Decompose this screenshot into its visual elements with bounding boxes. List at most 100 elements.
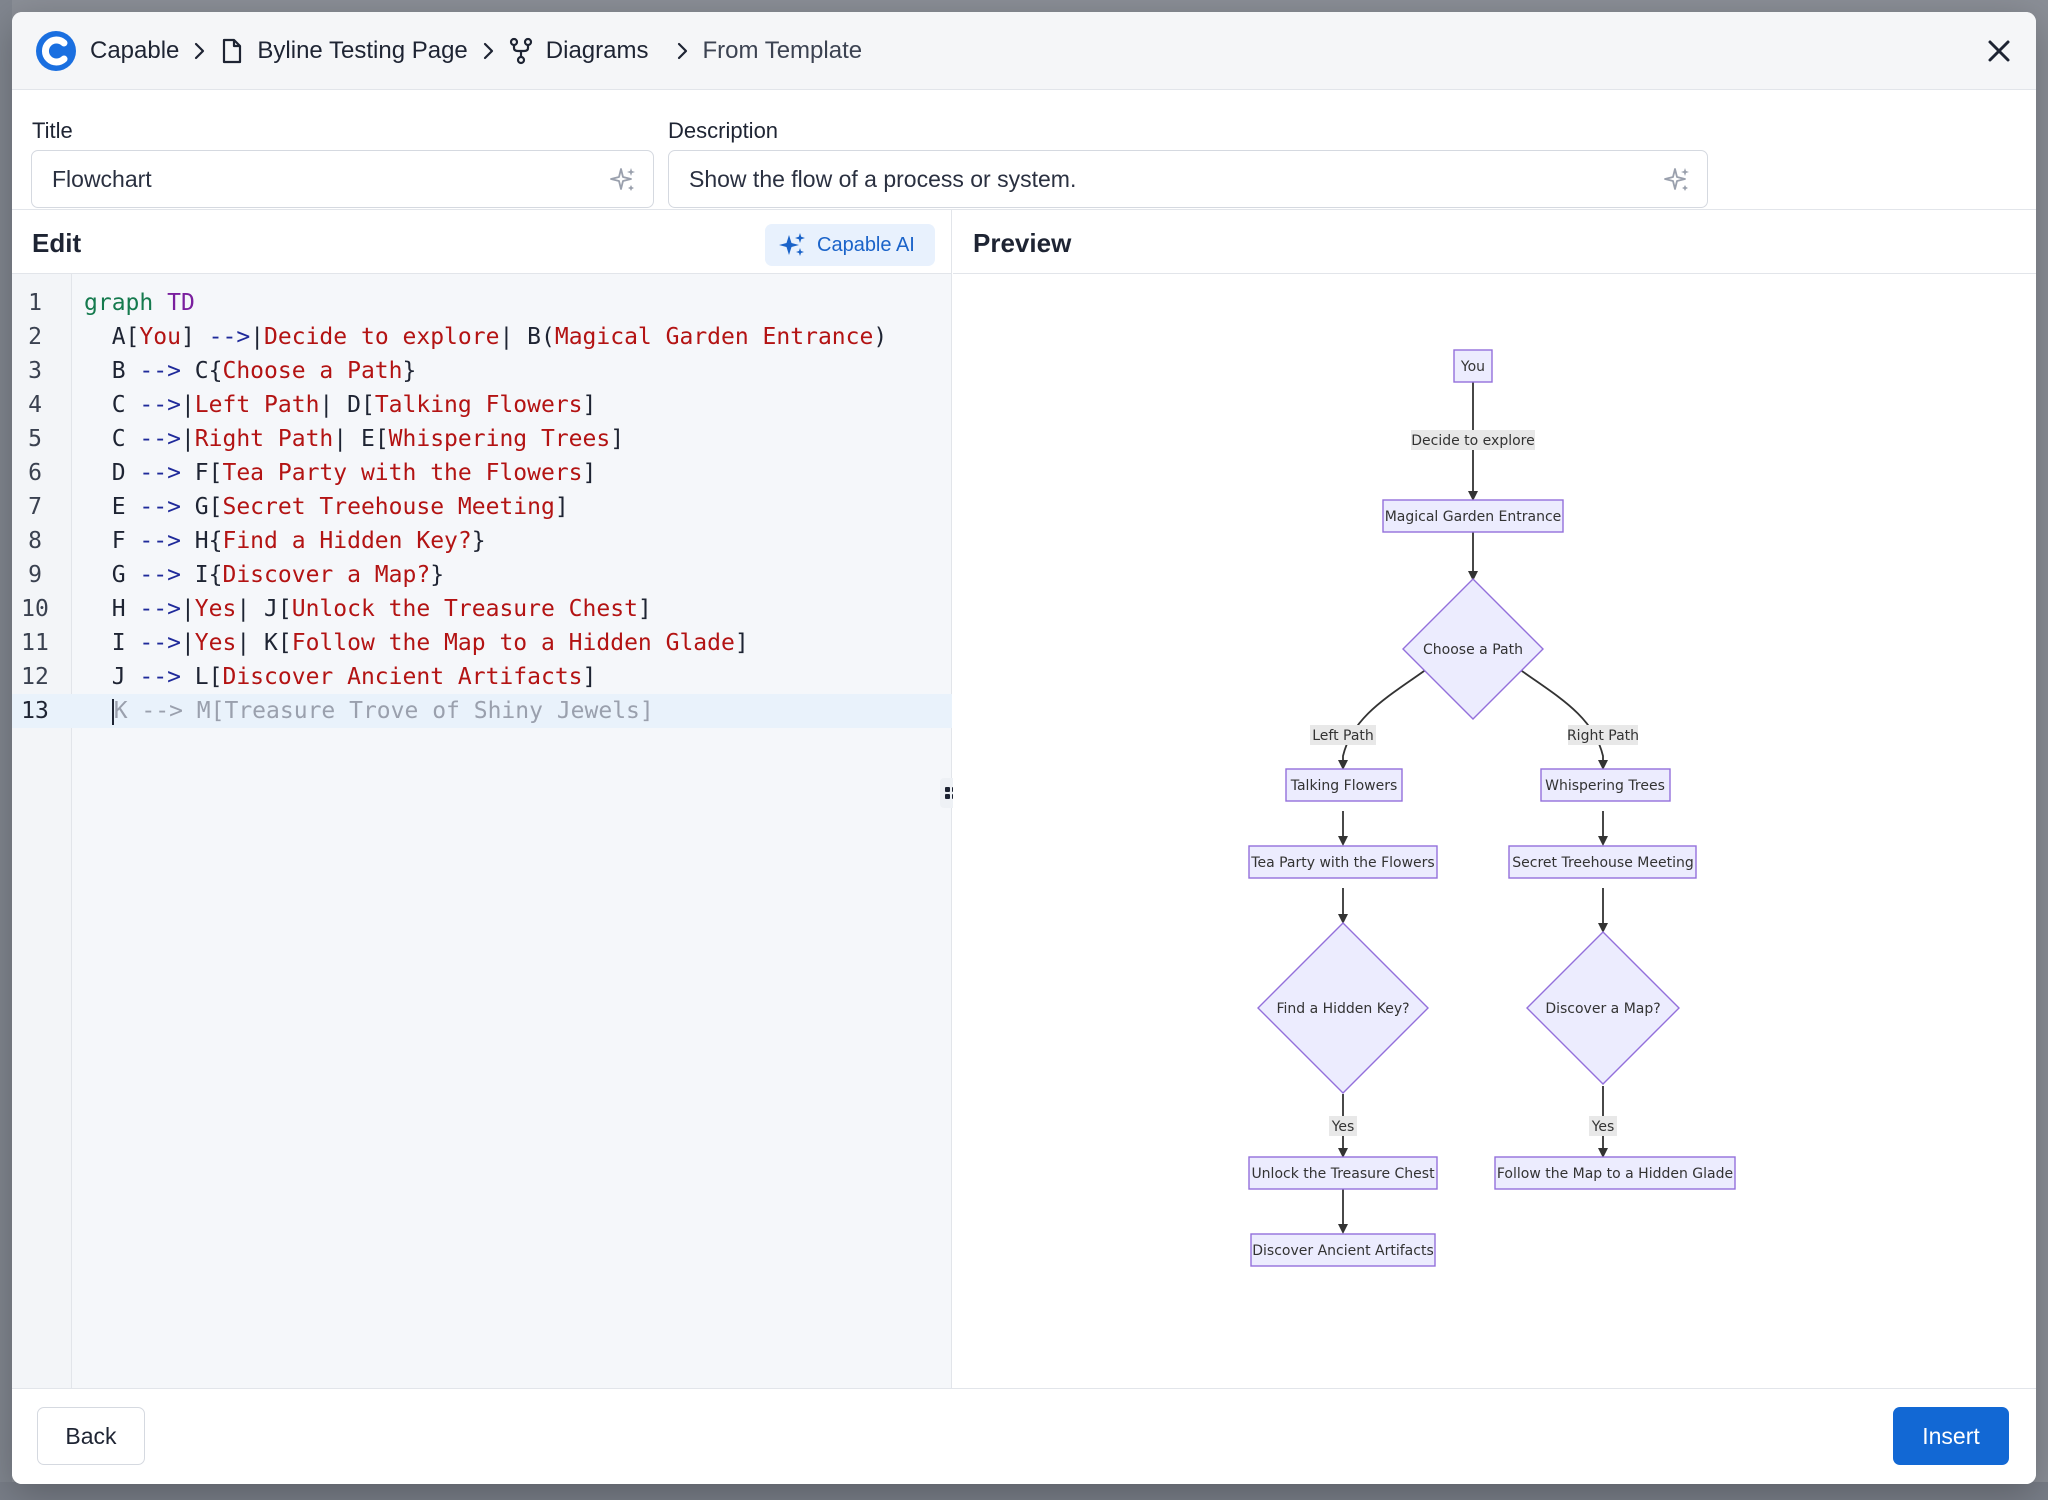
code-token: Yes (194, 596, 237, 622)
code-token: B (84, 358, 140, 384)
code-token: --> (139, 392, 181, 418)
code-token: C{ (180, 358, 223, 384)
code-text: I -->|Yes| K[Follow the Map to a Hidden … (84, 626, 749, 660)
code-token: } (430, 562, 445, 588)
background-sidebar (0, 0, 12, 1500)
insert-button[interactable]: Insert (1893, 1407, 2009, 1465)
code-token: --> (139, 596, 181, 622)
title-input[interactable]: Flowchart (31, 150, 654, 208)
code-line[interactable]: 12 J --> L[Discover Ancient Artifacts] (12, 660, 952, 694)
background-footer (0, 1482, 2048, 1500)
code-token: --> (139, 426, 181, 452)
node-hidden-key-label: Find a Hidden Key? (1276, 1001, 1409, 1017)
code-token: Talking Flowers (374, 392, 583, 418)
code-token: C (84, 426, 140, 452)
code-token: Decide to explore (264, 324, 500, 350)
code-token: | (180, 630, 195, 656)
node-hidden-glade-box (1494, 1156, 1736, 1190)
code-token: ] (610, 426, 625, 452)
code-token: A[ (84, 324, 140, 350)
code-token (84, 698, 112, 724)
description-label: Description (668, 118, 779, 143)
node-hidden-key-diamond (1257, 922, 1429, 1094)
preview-panel-header: Preview (953, 210, 2036, 274)
description-input[interactable]: Show the flow of a process or system. (668, 150, 1708, 208)
code-token: Magical Garden Entrance (554, 324, 874, 350)
code-token: G[ (180, 494, 223, 520)
code-line[interactable]: 10 H -->|Yes| J[Unlock the Treasure Ches… (12, 592, 952, 626)
preview-panel: Preview (953, 210, 2036, 1388)
code-token: K --> M[Treasure Trove of Shiny Jewels] (113, 698, 654, 724)
code-token: ] (554, 494, 569, 520)
breadcrumb-section-label: Diagrams (545, 36, 649, 64)
line-number: 11 (21, 630, 49, 656)
back-button[interactable]: Back (37, 1407, 145, 1465)
code-token: Discover a Map? (222, 562, 431, 588)
modal-header: Capable Byline Testing Page Diagrams Fro… (12, 12, 2036, 90)
code-token: I (84, 630, 140, 656)
code-token: | (180, 596, 195, 622)
title-input-value: Flowchart (52, 165, 152, 192)
text-cursor (111, 698, 114, 725)
code-token: Right Path (194, 426, 334, 452)
edge-label-decide: Decide to explore (1411, 433, 1535, 449)
code-token: | D[ (319, 392, 375, 418)
node-ancient-artifacts-label: Discover Ancient Artifacts (1252, 1243, 1434, 1259)
code-line[interactable]: 6 D --> F[Tea Party with the Flowers] (12, 456, 952, 490)
line-number: 7 (28, 494, 42, 520)
node-garden-entrance-label: Magical Garden Entrance (1385, 509, 1562, 525)
code-text: K --> M[Treasure Trove of Shiny Jewels] (84, 694, 654, 728)
code-token: | (180, 392, 195, 418)
close-button[interactable] (1980, 32, 2018, 70)
code-line[interactable]: 3 B --> C{Choose a Path} (12, 354, 952, 388)
code-line[interactable]: 5 C -->|Right Path| E[Whispering Trees] (12, 422, 952, 456)
code-token: ] (582, 664, 597, 690)
breadcrumb-page-label: Byline Testing Page (257, 36, 468, 64)
code-token: Secret Treehouse Meeting (222, 494, 555, 520)
code-line[interactable]: 8 F --> H{Find a Hidden Key?} (12, 524, 952, 558)
code-token: ] (180, 324, 209, 350)
code-line[interactable]: 1 graph TD (12, 286, 952, 320)
line-number: 12 (21, 664, 49, 690)
node-discover-map-label: Discover a Map? (1545, 1001, 1660, 1017)
ai-sparkle-icon[interactable] (609, 166, 637, 194)
breadcrumb-section[interactable]: Diagrams (508, 36, 649, 65)
edge-c-e (1514, 665, 1608, 770)
code-text: A[You] -->|Decide to explore| B(Magical … (84, 320, 888, 354)
breadcrumb-page[interactable]: Byline Testing Page (219, 36, 468, 65)
metadata-fields: Title Flowchart Description Show the flo… (12, 90, 2036, 210)
code-line[interactable]: 11 I -->|Yes| K[Follow the Map to a Hidd… (12, 626, 952, 660)
breadcrumb-app[interactable]: Capable (34, 29, 179, 73)
code-token: | J[ (236, 596, 292, 622)
edge-label-yes-left: Yes (1331, 1119, 1355, 1135)
code-line[interactable]: 4 C -->|Left Path| D[Talking Flowers] (12, 388, 952, 422)
code-token: ] (637, 596, 652, 622)
capable-ai-label: Capable AI (817, 233, 915, 256)
capable-ai-button[interactable]: Capable AI (765, 224, 935, 266)
code-line[interactable]: 13 K --> M[Treasure Trove of Shiny Jewel… (12, 694, 952, 728)
code-text: graph TD (84, 286, 195, 320)
code-token: | (250, 324, 265, 350)
code-line[interactable]: 2 A[You] -->|Decide to explore| B(Magica… (12, 320, 952, 354)
line-number: 1 (28, 290, 42, 316)
code-line[interactable]: 7 E --> G[Secret Treehouse Meeting] (12, 490, 952, 524)
node-garden-entrance-box (1382, 499, 1564, 533)
code-token: Choose a Path (222, 358, 403, 384)
ai-sparkle-icon[interactable] (1663, 166, 1691, 194)
code-token: D (84, 460, 140, 486)
line-number: 9 (28, 562, 42, 588)
line-number: 8 (28, 528, 42, 554)
breadcrumb-current: From Template (702, 37, 862, 65)
edge-label-yes-right: Yes (1591, 1119, 1615, 1135)
code-text: B --> C{Choose a Path} (84, 354, 417, 388)
capable-logo-icon (36, 30, 76, 71)
code-token: Unlock the Treasure Chest (291, 596, 638, 622)
code-line[interactable]: 9 G --> I{Discover a Map?} (12, 558, 952, 592)
node-discover-map-diamond (1526, 931, 1680, 1085)
code-token: Follow the Map to a Hidden Glade (291, 630, 735, 656)
chevron-right-icon (179, 41, 219, 61)
title-label: Title (32, 118, 73, 143)
